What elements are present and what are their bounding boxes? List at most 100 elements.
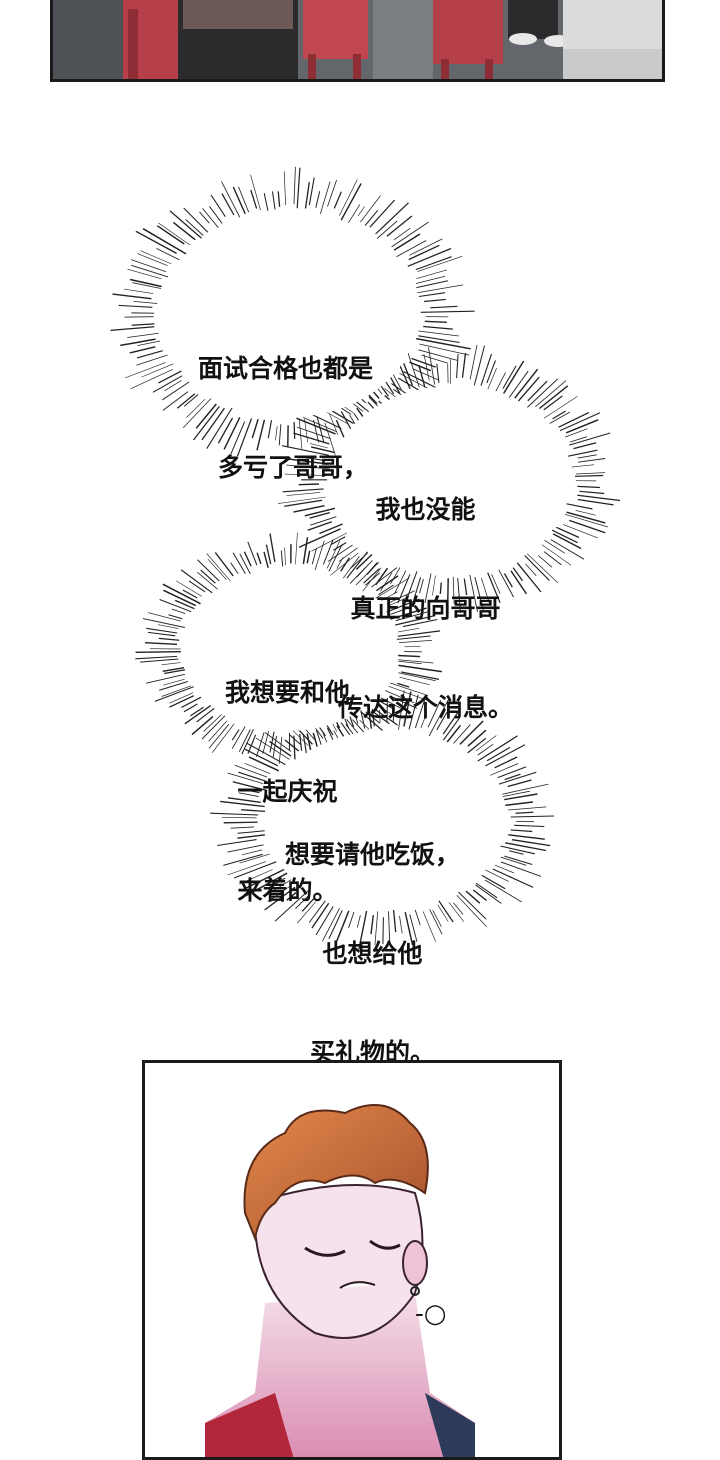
speed-line: [181, 697, 201, 707]
speed-line: [394, 352, 410, 389]
speed-line: [176, 581, 202, 597]
speed-line: [411, 358, 435, 367]
speed-line: [572, 465, 595, 467]
speed-line: [334, 192, 341, 209]
speed-line: [576, 510, 596, 515]
speed-line: [579, 491, 604, 493]
speed-line: [511, 571, 526, 594]
speed-line: [466, 891, 480, 903]
speed-line: [568, 450, 597, 456]
speed-line: [120, 339, 155, 345]
speed-line: [164, 670, 185, 674]
speed-line: [556, 527, 579, 537]
red-stool: [303, 0, 368, 59]
speed-line: [215, 553, 233, 577]
speed-line: [307, 551, 310, 564]
speed-line: [508, 807, 546, 810]
speed-line: [424, 299, 446, 301]
speed-line: [379, 401, 404, 426]
speed-line: [385, 389, 419, 415]
speed-line: [204, 715, 222, 732]
speed-line: [553, 534, 581, 549]
speed-line: [544, 396, 578, 418]
speed-line: [273, 191, 276, 209]
speed-line: [538, 555, 552, 567]
caption-2: 我也没能 真正的向哥哥 传达这个消息。: [338, 427, 513, 757]
speed-line: [505, 843, 546, 851]
speed-line: [185, 706, 211, 724]
speed-line: [473, 890, 486, 901]
speed-line: [553, 411, 566, 419]
speed-line: [177, 394, 195, 409]
speed-line: [416, 270, 447, 279]
speed-line: [488, 368, 497, 389]
speed-line: [248, 542, 257, 565]
speed-line: [495, 865, 514, 873]
speed-line: [131, 260, 166, 272]
speed-line: [394, 234, 420, 250]
speed-line: [163, 392, 188, 411]
speed-line: [429, 347, 435, 384]
speed-line: [425, 321, 447, 322]
speed-line: [192, 717, 213, 735]
speed-line: [485, 870, 508, 882]
speed-line: [308, 522, 332, 531]
speed-line: [210, 206, 223, 223]
speed-line: [281, 550, 282, 566]
speed-line: [159, 682, 188, 691]
speed-line: [131, 265, 168, 277]
speed-line: [394, 389, 417, 405]
speed-line: [482, 875, 505, 888]
speed-line: [575, 476, 603, 477]
speed-line: [200, 212, 210, 223]
speed-line: [285, 548, 286, 566]
speed-line: [417, 285, 463, 293]
speed-line: [505, 774, 521, 779]
speed-line: [551, 540, 584, 560]
speed-line: [463, 353, 466, 378]
speed-line: [511, 830, 533, 832]
speed-line: [372, 381, 383, 394]
speed-line: [233, 553, 245, 574]
speed-line: [153, 376, 182, 393]
ear: [403, 1241, 427, 1285]
speed-line: [377, 221, 397, 239]
speed-line: [495, 757, 518, 768]
speed-line: [485, 880, 522, 902]
speed-line: [517, 563, 541, 592]
speed-line: [184, 394, 198, 406]
speed-line: [309, 178, 314, 206]
speed-line: [505, 802, 533, 805]
speed-line: [358, 206, 365, 216]
speed-line: [158, 223, 190, 245]
speed-line: [143, 229, 186, 254]
caption-line: 想要请他吃饭，: [285, 838, 460, 871]
speed-line: [207, 554, 231, 582]
speed-line: [198, 560, 220, 581]
speed-line: [222, 182, 240, 218]
speed-line: [493, 869, 533, 887]
speed-line: [370, 200, 395, 227]
speed-line: [264, 193, 268, 211]
speed-line: [257, 553, 261, 564]
speed-line: [512, 840, 550, 846]
speed-line: [417, 256, 462, 271]
speed-line: [138, 254, 168, 266]
speed-line: [222, 194, 234, 215]
red-stool: [433, 0, 503, 64]
speed-line: [544, 396, 563, 410]
speed-line: [398, 378, 433, 398]
speed-line: [542, 545, 571, 565]
speed-line: [457, 354, 459, 378]
speed-line: [418, 336, 459, 343]
speed-line: [570, 437, 587, 442]
speed-line: [559, 413, 589, 428]
speed-line: [266, 545, 270, 564]
speed-line: [163, 668, 184, 672]
speed-line: [162, 663, 181, 665]
speed-line: [504, 794, 537, 800]
speed-line: [565, 429, 587, 437]
speed-line: [306, 182, 310, 208]
speed-line: [413, 369, 440, 381]
speed-line: [508, 780, 532, 787]
